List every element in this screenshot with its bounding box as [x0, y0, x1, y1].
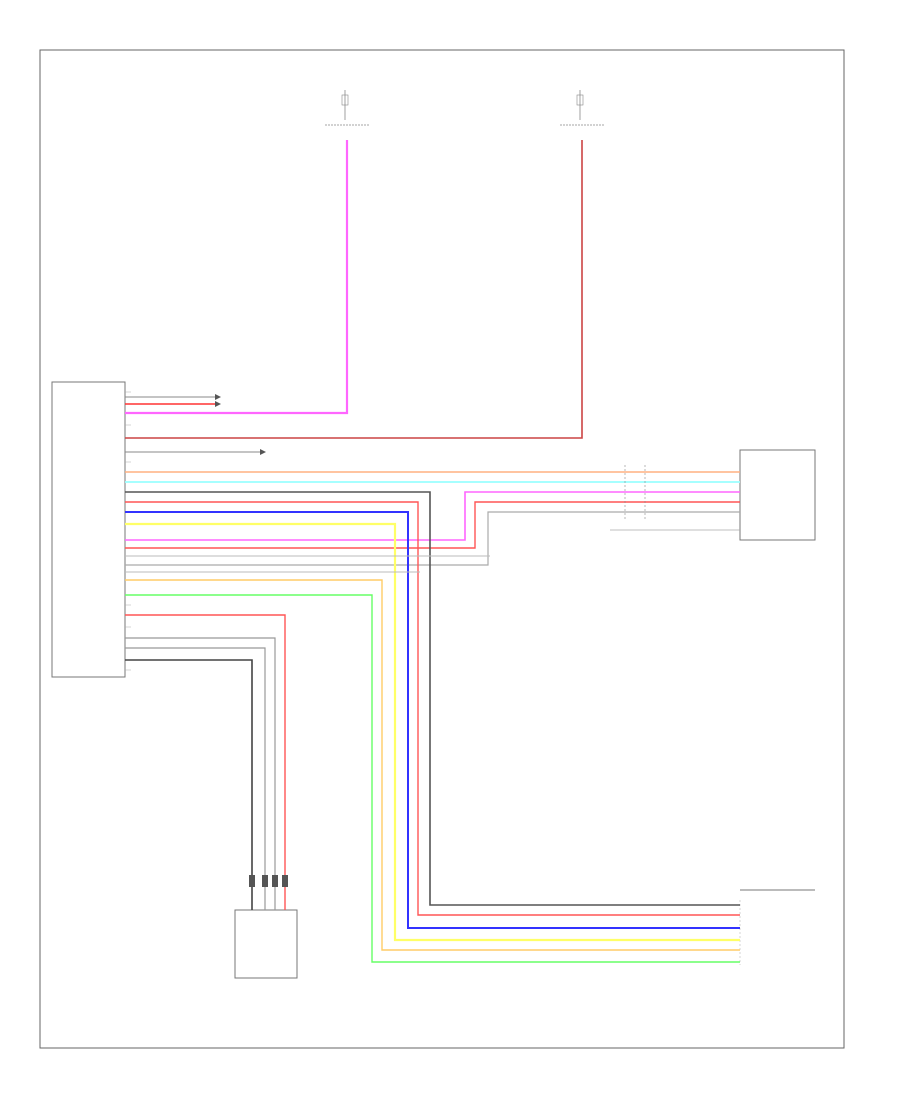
wire-orange-bus — [125, 579, 740, 951]
switch-connector-marks — [249, 875, 288, 887]
fuse-b — [560, 90, 605, 126]
wire-pink-fuse-a — [125, 140, 349, 415]
bottom-switch — [234, 909, 298, 979]
arrow-3 — [260, 449, 266, 455]
wire-gray-switch-1 — [125, 637, 276, 910]
wire-gray-switch-2 — [125, 647, 266, 910]
fuse-a — [325, 90, 370, 126]
wire-red-bus — [125, 501, 740, 916]
wire-red-switch — [125, 614, 286, 910]
wire-red-fuse-b — [125, 140, 583, 439]
wire-blue-bus — [125, 511, 740, 929]
wire-pink-sensor — [125, 491, 740, 541]
module-pins — [125, 391, 131, 671]
wire-green-bus — [125, 594, 740, 963]
main-module — [51, 381, 126, 678]
arrow-1 — [215, 394, 221, 400]
wire-gray-sensor — [125, 511, 740, 566]
wire-red-sensor — [125, 501, 740, 549]
diagram-frame — [39, 49, 845, 1049]
right-sensor — [739, 449, 816, 541]
wire-yellow-bus — [125, 522, 740, 942]
wire-darkgray-switch — [125, 659, 253, 910]
wire-darkgray-bus — [125, 491, 740, 906]
bus-connector — [739, 889, 815, 965]
arrow-2 — [215, 401, 221, 407]
